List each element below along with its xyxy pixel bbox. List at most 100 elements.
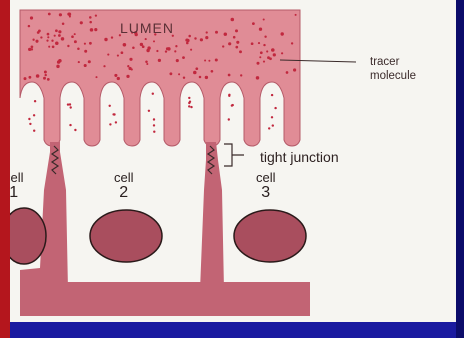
tracer-dot bbox=[68, 13, 71, 16]
tracer-dot bbox=[153, 124, 155, 126]
tracer-dot bbox=[153, 118, 155, 120]
tracer-dot bbox=[235, 46, 238, 49]
tracer-dot bbox=[259, 28, 262, 31]
tracer-dot bbox=[29, 123, 31, 125]
tracer-dot bbox=[146, 63, 148, 65]
tracer-dot bbox=[153, 40, 155, 42]
tracer-dot bbox=[215, 31, 218, 34]
tracer-molecule-label: tracer molecule bbox=[370, 55, 416, 83]
tracer-dot bbox=[78, 61, 80, 63]
tracer-dot bbox=[291, 42, 293, 44]
tracer-dot bbox=[109, 123, 111, 125]
tracer-dot bbox=[165, 50, 167, 52]
tracer-dot bbox=[33, 114, 35, 116]
tracer-dot bbox=[186, 42, 189, 45]
tracer-dot bbox=[69, 124, 71, 126]
tracer-dot bbox=[281, 52, 283, 54]
tracer-dot bbox=[90, 28, 94, 32]
tracer-dot bbox=[204, 59, 206, 61]
tracer-dot bbox=[70, 106, 72, 108]
tracer-dot bbox=[205, 76, 208, 79]
tracer-dot bbox=[84, 50, 87, 53]
tracer-dot bbox=[258, 42, 260, 44]
tracer-dot bbox=[36, 74, 40, 78]
tracer-dot bbox=[67, 103, 69, 105]
bottom-border bbox=[10, 322, 456, 338]
cell-1-label: cell 1 bbox=[10, 170, 24, 200]
tracer-dot bbox=[231, 18, 235, 22]
tracer-dot bbox=[188, 102, 190, 104]
tracer-dot bbox=[228, 118, 230, 120]
tracer-dot bbox=[271, 116, 273, 118]
tracer-dot bbox=[54, 35, 56, 37]
tracer-dot bbox=[129, 58, 132, 61]
tracer-dot bbox=[266, 50, 268, 52]
tracer-dot bbox=[109, 105, 111, 107]
tracer-dot bbox=[31, 45, 34, 48]
tracer-dot bbox=[222, 45, 224, 47]
tracer-dot bbox=[95, 76, 97, 78]
tracer-dot bbox=[28, 76, 31, 79]
tracer-dot bbox=[206, 31, 208, 33]
tracer-dot bbox=[43, 77, 46, 80]
tracer-dot bbox=[148, 110, 150, 112]
tracer-dot bbox=[185, 38, 188, 41]
tracer-dot bbox=[236, 41, 239, 44]
tight-junction-label: tight junction bbox=[260, 149, 339, 165]
tracer-dot bbox=[47, 33, 50, 36]
tracer-dot bbox=[62, 22, 65, 25]
left-border bbox=[0, 0, 10, 338]
tracer-dot bbox=[190, 49, 192, 51]
tracer-dot bbox=[67, 45, 69, 47]
cell-3-word: cell bbox=[256, 170, 276, 185]
tracer-label-line2: molecule bbox=[370, 70, 416, 82]
right-border bbox=[456, 0, 464, 338]
tracer-dot bbox=[200, 38, 203, 41]
tracer-dot bbox=[28, 25, 30, 27]
tracer-dot bbox=[74, 129, 76, 131]
tracer-dot bbox=[263, 18, 265, 20]
tracer-dot bbox=[232, 104, 234, 106]
tracer-dot bbox=[89, 16, 92, 19]
tracer-dot bbox=[188, 105, 190, 107]
cell-2-label: cell 2 bbox=[114, 170, 134, 200]
tracer-dot bbox=[35, 40, 38, 43]
cell-2-number: 2 bbox=[114, 185, 134, 200]
tracer-dot bbox=[263, 44, 265, 46]
tracer-dot bbox=[117, 77, 120, 80]
tracer-dot bbox=[188, 35, 191, 38]
tracer-dot bbox=[194, 37, 196, 39]
tracer-dot bbox=[256, 76, 259, 79]
tracer-dot bbox=[152, 93, 154, 95]
tracer-dot bbox=[211, 70, 214, 73]
tracer-dot bbox=[169, 72, 172, 75]
tracer-dot bbox=[193, 71, 197, 75]
tracer-dot bbox=[55, 29, 58, 32]
tracer-dot bbox=[274, 107, 276, 109]
tracer-dot bbox=[24, 77, 27, 80]
tracer-dot bbox=[71, 35, 74, 38]
tracer-dot bbox=[239, 50, 242, 53]
tracer-dot bbox=[147, 46, 150, 49]
tracer-dot bbox=[271, 48, 275, 52]
tracer-dot bbox=[228, 74, 231, 77]
tracer-dot bbox=[74, 33, 76, 35]
cell-1-number: 1 bbox=[10, 185, 24, 200]
tracer-dot bbox=[174, 50, 176, 52]
tracer-dot bbox=[205, 36, 208, 39]
tracer-dot bbox=[215, 58, 218, 61]
tracer-dot bbox=[256, 62, 259, 65]
tracer-dot bbox=[263, 61, 265, 63]
tracer-dot bbox=[158, 59, 161, 62]
tracer-dot bbox=[77, 48, 80, 51]
tracer-dot bbox=[188, 97, 190, 99]
tracer-dot bbox=[30, 16, 33, 19]
tracer-dot bbox=[273, 53, 276, 56]
tracer-dot bbox=[145, 38, 147, 40]
tracer-dot bbox=[167, 47, 171, 51]
tracer-dot bbox=[121, 51, 124, 54]
cell-1-word: cell bbox=[10, 170, 24, 185]
tracer-dot bbox=[31, 48, 33, 50]
cell-3-label: cell 3 bbox=[256, 170, 276, 200]
tracer-dot bbox=[104, 38, 107, 41]
